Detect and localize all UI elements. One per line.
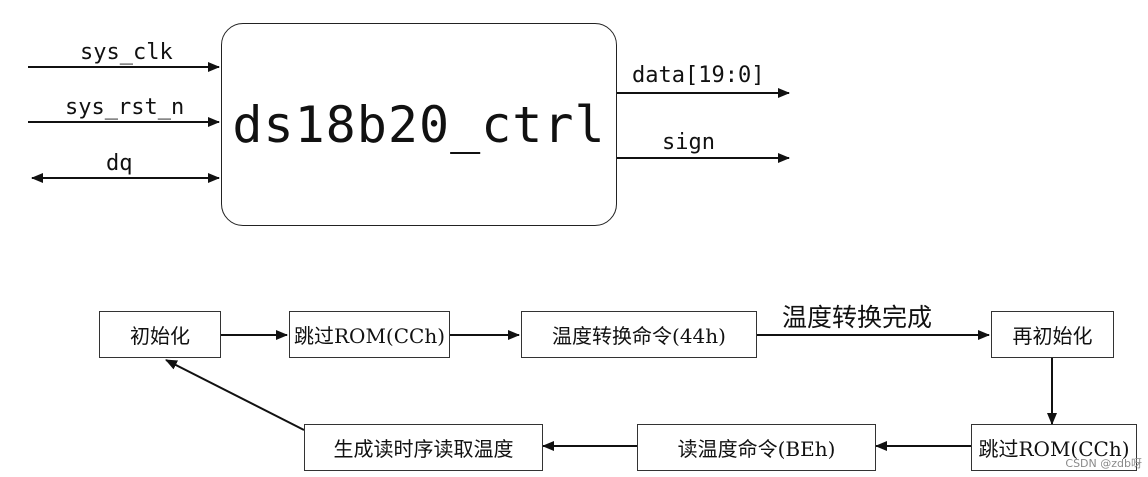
step-read-temp-command: 读温度命令(BEh) [637, 424, 876, 471]
port-label-data: data[19:0] [632, 63, 765, 88]
module-title: ds18b20_ctrl [232, 95, 606, 154]
port-label-sign: sign [662, 130, 715, 155]
port-label-dq: dq [106, 151, 133, 176]
step-temp-convert-command: 温度转换命令(44h) [521, 311, 757, 358]
flow-arrow-7 [165, 359, 305, 431]
edge-label-conversion-done: 温度转换完成 [782, 303, 933, 332]
step-init: 初始化 [99, 311, 221, 358]
step-reinit: 再初始化 [991, 311, 1114, 358]
watermark: CSDN @zdb呀 [1065, 457, 1142, 470]
port-label-sys-rst-n: sys_rst_n [65, 95, 185, 120]
step-generate-read-timing: 生成读时序读取温度 [304, 424, 543, 471]
step-skip-rom-1: 跳过ROM(CCh) [289, 311, 450, 358]
ds18b20-ctrl-module: ds18b20_ctrl [221, 23, 617, 226]
step-skip-rom-2: 跳过ROM(CCh) [971, 424, 1137, 471]
port-label-sys-clk: sys_clk [80, 40, 173, 65]
